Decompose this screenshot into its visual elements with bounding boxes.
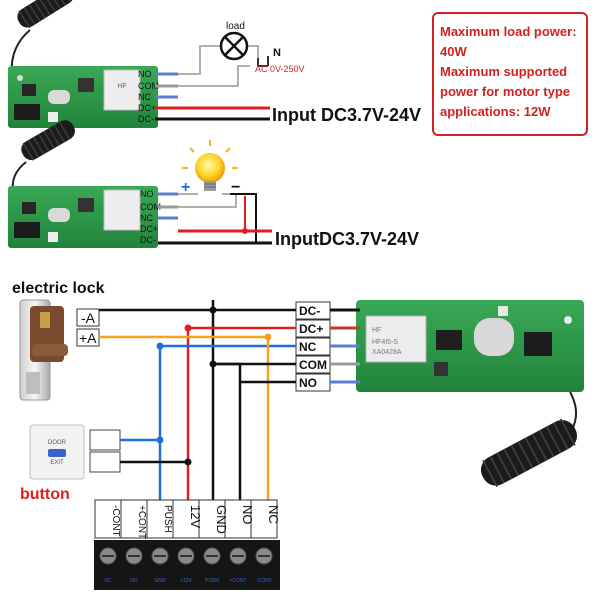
dc-input-wires-top <box>155 106 270 121</box>
receiver-module-bottom: HF HF4I5-S XA0428A <box>356 300 584 392</box>
middle-diagram: NO COM NC DC+ DC- <box>8 120 419 249</box>
load-lamp-icon <box>219 31 249 61</box>
plus-sign-middle: + <box>181 179 190 196</box>
bottom-diagram: electric lock -A +A DOOR EXIT button HF <box>12 280 584 590</box>
terminal-push: PUSH <box>162 505 173 533</box>
pin-no-top: NO <box>138 69 152 79</box>
pin-dcminus-top: DC- <box>138 114 154 124</box>
screw-terminal-strip: NC NO GND +12V PUSH +CONT -CONT <box>94 540 280 590</box>
exit-text: EXIT <box>50 460 64 466</box>
button-terminal-2 <box>89 451 121 473</box>
door-text: DOOR <box>48 440 67 446</box>
main-wiring <box>99 300 296 505</box>
strip-print-no: NO <box>130 578 138 584</box>
strip-print-cont-minus: -CONT <box>256 578 272 584</box>
module-pin-no: NO <box>299 376 317 390</box>
terminal-cont-minus: -CONT <box>110 505 121 537</box>
wire-stubs-middle <box>158 192 178 220</box>
antenna-coil-middle <box>11 120 75 196</box>
strip-print-nc: NC <box>104 578 112 584</box>
terminal-label-boxes: -CONT +CONT PUSH 12V GND NO NC <box>94 499 281 539</box>
strip-print-push: PUSH <box>205 578 219 584</box>
spec-note-box: Maximum load power: 40W Maximum supporte… <box>432 12 588 136</box>
exit-button-icon: DOOR EXIT <box>29 424 85 480</box>
receiver-module-middle <box>8 186 158 248</box>
neutral-label: N <box>273 47 281 59</box>
spec-note-line-2: 40W <box>440 44 467 59</box>
load-label: load <box>226 21 245 32</box>
terminal-12v: 12V <box>188 505 203 528</box>
module-pin-com: COM <box>299 358 327 372</box>
antenna-coil-top <box>10 0 74 76</box>
pin-dcminus-middle: DC- <box>140 235 156 245</box>
terminal-gnd: GND <box>214 505 229 534</box>
top-diagram: HF NO COM NC DC+ DC- <box>8 0 421 128</box>
strip-print-gnd: GND <box>154 578 166 584</box>
pin-dcplus-middle: DC+ <box>140 224 158 234</box>
button-label: button <box>20 486 70 503</box>
pin-nc-top: NC <box>138 92 151 102</box>
relay-text-bottom-1: HF <box>372 327 381 334</box>
strip-print-cont-plus: +CONT <box>229 578 246 584</box>
input-label-middle: InputDC3.7V-24V <box>275 229 419 249</box>
spec-note-line-1: Maximum load power: <box>440 24 577 39</box>
terminal-no: NO <box>240 505 255 525</box>
module-leads <box>330 308 360 384</box>
spec-note-line-5: applications: 12W <box>440 104 551 119</box>
light-bulb-icon <box>182 140 238 191</box>
input-label-top: Input DC3.7V-24V <box>272 105 421 125</box>
minus-sign-middle: − <box>231 179 240 196</box>
button-terminal-1 <box>89 429 121 451</box>
lock-terminal-minus-a: -A <box>81 310 96 326</box>
pin-com-middle: COM <box>140 202 161 212</box>
electric-lock-icon <box>19 299 68 401</box>
lock-terminal-plus-a: +A <box>79 330 97 346</box>
spec-note-line-4: power for motor type <box>440 84 571 99</box>
electric-lock-title: electric lock <box>12 280 105 297</box>
strip-print-12v: +12V <box>180 578 192 584</box>
ac-range-label: AC 0V-250V <box>255 64 305 74</box>
pin-labels-top: NO COM NC DC+ DC- <box>138 69 159 124</box>
lamp-wiring-middle <box>178 193 257 244</box>
relay-text-top: HF <box>117 83 126 90</box>
wiring-junctions <box>156 306 272 466</box>
pin-dcplus-top: DC+ <box>138 103 156 113</box>
ac-source-top <box>257 56 269 67</box>
dc-input-wires-middle <box>158 229 272 245</box>
pin-com-top: COM <box>138 81 159 91</box>
pin-labels-middle: NO COM NC DC+ DC- <box>140 189 161 245</box>
relay-text-bottom-2: HF4I5-S <box>372 339 398 346</box>
terminal-box-minus-a <box>76 308 100 327</box>
module-pin-boxes: DC- DC+ NC COM NO <box>295 301 331 392</box>
pin-no-middle: NO <box>140 189 154 199</box>
terminal-cont-plus: +CONT <box>136 505 147 539</box>
terminal-nc: NC <box>266 505 281 524</box>
spec-note-line-3: Maximum supported <box>440 64 568 79</box>
antenna-coil-bottom <box>480 391 577 488</box>
relay-text-bottom-3: XA0428A <box>372 349 402 356</box>
module-pin-nc: NC <box>299 340 317 354</box>
module-pin-dcplus: DC+ <box>299 322 323 336</box>
wire-stubs-top <box>155 72 178 99</box>
module-pin-dcminus: DC- <box>299 304 320 318</box>
receiver-module-top: HF <box>8 66 158 128</box>
pin-nc-middle: NC <box>140 213 153 223</box>
